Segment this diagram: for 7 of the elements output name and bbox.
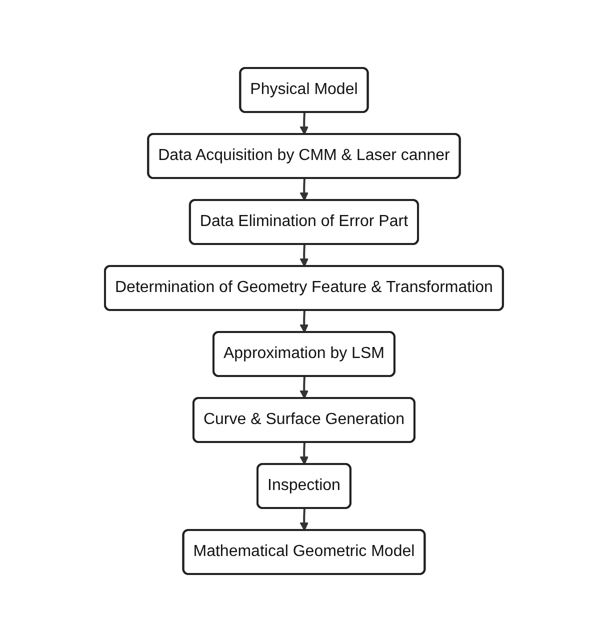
arrow	[299, 376, 308, 399]
arrow	[299, 442, 308, 465]
arrow	[299, 178, 308, 201]
arrow	[299, 112, 308, 135]
arrow	[299, 508, 308, 531]
arrow	[299, 310, 308, 333]
arrow	[299, 244, 308, 267]
